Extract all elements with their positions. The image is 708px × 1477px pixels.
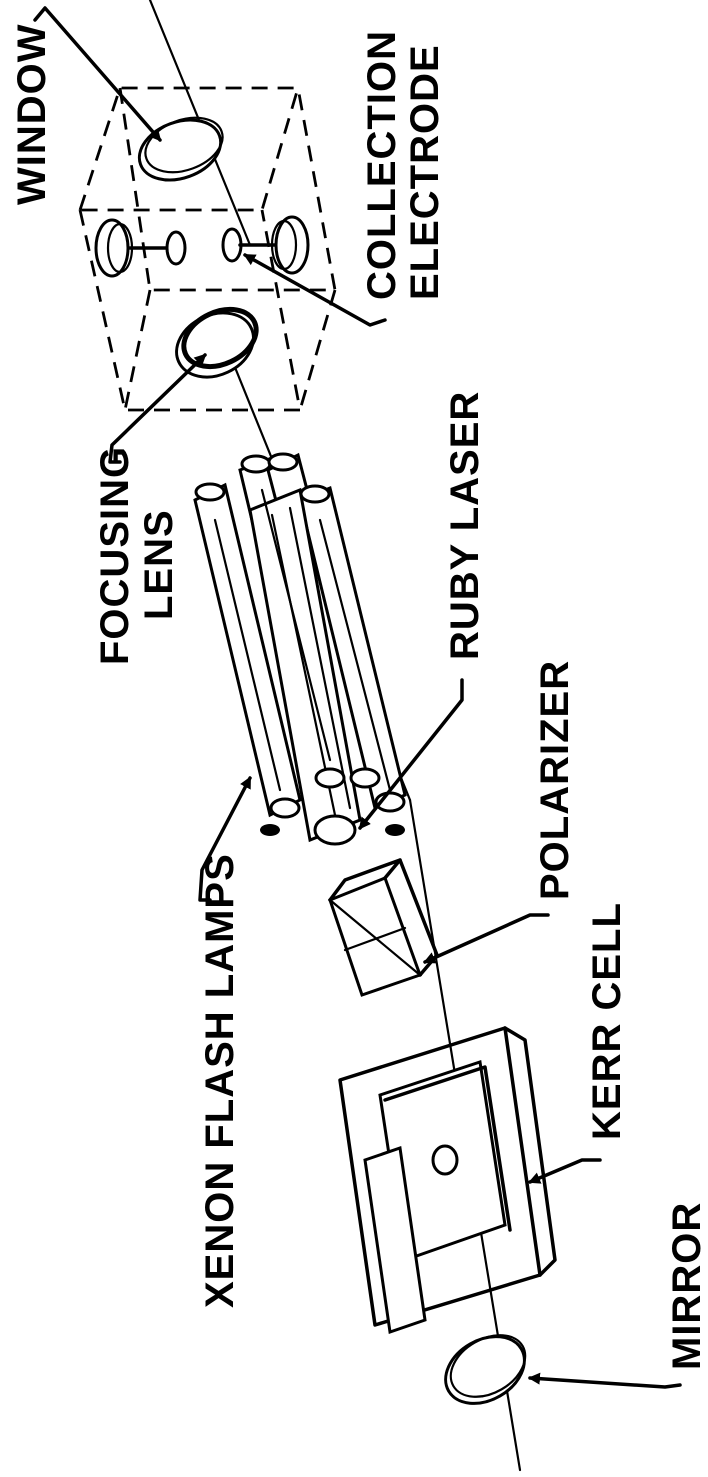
kerr-cell [338, 1026, 557, 1335]
label-focusing-line1: FOCUSING [93, 446, 137, 665]
label-collection-line2: ELECTRODE [403, 44, 447, 300]
label-focusing-line2: LENS [137, 509, 181, 620]
label-collection-line1: COLLECTION [360, 30, 404, 300]
leader-lines [33, 6, 682, 1389]
collection-chamber [78, 86, 337, 412]
ruby-laser-assembly [193, 452, 407, 846]
collection-electrodes [94, 215, 310, 278]
window-optic [137, 116, 224, 182]
label-window: WINDOW [10, 23, 54, 205]
label-mirror: MIRROR [665, 1202, 708, 1370]
label-ruby-laser: RUBY LASER [443, 391, 487, 660]
focusing-lens [175, 306, 259, 379]
label-xenon-flash-lamps: XENON FLASH LAMPS [198, 853, 242, 1308]
label-kerr-cell: KERR CELL [585, 902, 629, 1140]
label-polarizer: POLARIZER [533, 660, 577, 900]
polarizer-prism [328, 858, 439, 997]
mirror-optic [444, 1334, 527, 1405]
